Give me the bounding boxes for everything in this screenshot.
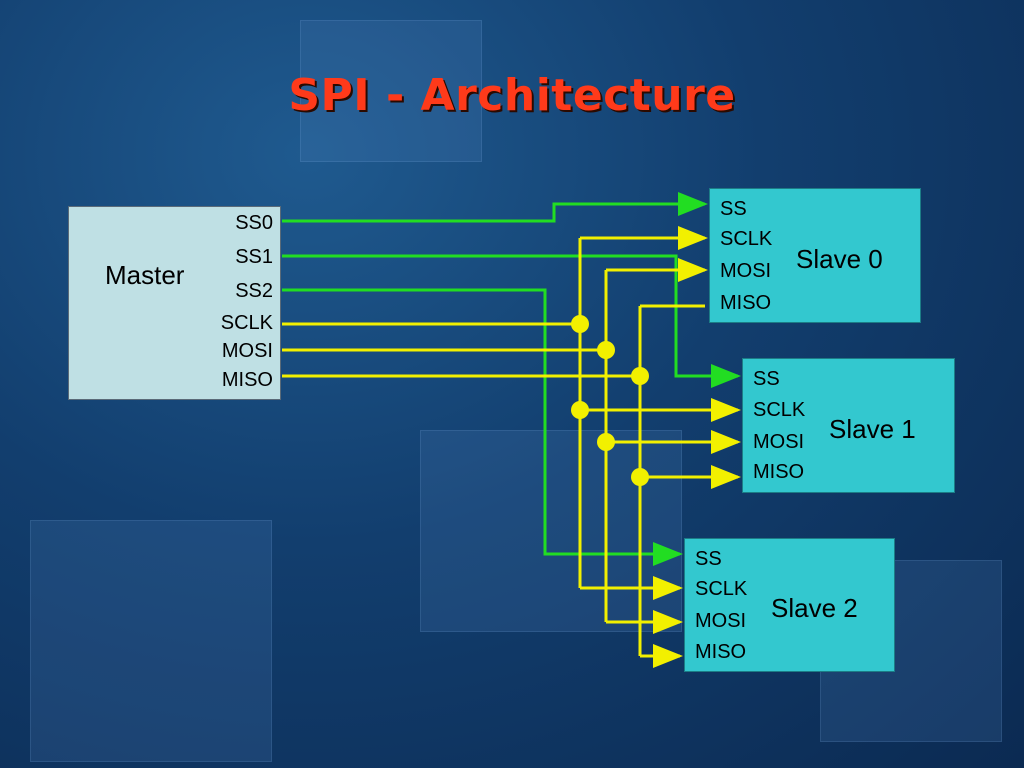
background-chip-shape [30, 520, 272, 762]
ss0-wire [282, 192, 708, 223]
slave0-pin-mosi: MOSI [720, 260, 772, 282]
master-pin-sclk: SCLK [220, 312, 273, 334]
master-box: Master SS0 SS1 SS2 SCLK MOSI MISO [68, 206, 281, 400]
slave2-pin-mosi: MOSI [695, 610, 747, 632]
master-pin-mosi: MOSI [221, 340, 273, 362]
slave1-pin-ss: SS [753, 368, 780, 390]
junction-dot [631, 367, 649, 385]
master-label: Master [105, 260, 185, 290]
slave0-pin-ss: SS [720, 198, 747, 220]
slave1-pin-mosi: MOSI [753, 431, 805, 453]
slave0-box: SS SCLK MOSI MISO Slave 0 [709, 188, 921, 323]
master-pin-ss1: SS1 [235, 246, 273, 268]
junction-dot [571, 401, 589, 419]
master-pin-ss0: SS0 [235, 212, 273, 234]
slave1-label: Slave 1 [829, 414, 916, 444]
slave0-pin-miso: MISO [720, 292, 772, 314]
junction-dot [597, 433, 615, 451]
slave0-label: Slave 0 [796, 244, 883, 274]
junction-dot [571, 315, 589, 333]
junction-dot [631, 468, 649, 486]
background-circuit-shape [300, 20, 482, 162]
master-pin-ss2: SS2 [235, 280, 273, 302]
slave1-pin-sclk: SCLK [753, 399, 806, 421]
slave0-pin-sclk: SCLK [720, 228, 773, 250]
slave2-pin-miso: MISO [695, 641, 747, 663]
slide-title: SPI - Architecture [288, 70, 736, 121]
ss1-wire [282, 254, 741, 388]
slave1-pin-miso: MISO [753, 461, 805, 483]
slave2-label: Slave 2 [771, 593, 858, 623]
background-circuit-shape [420, 430, 682, 632]
master-pin-miso: MISO [221, 369, 273, 391]
slave1-box: SS SCLK MOSI MISO Slave 1 [742, 358, 955, 493]
junction-dot [597, 341, 615, 359]
ss2-wire [282, 288, 683, 566]
slave2-pin-sclk: SCLK [695, 578, 748, 600]
slave2-box: SS SCLK MOSI MISO Slave 2 [684, 538, 895, 672]
slave2-pin-ss: SS [695, 548, 722, 570]
